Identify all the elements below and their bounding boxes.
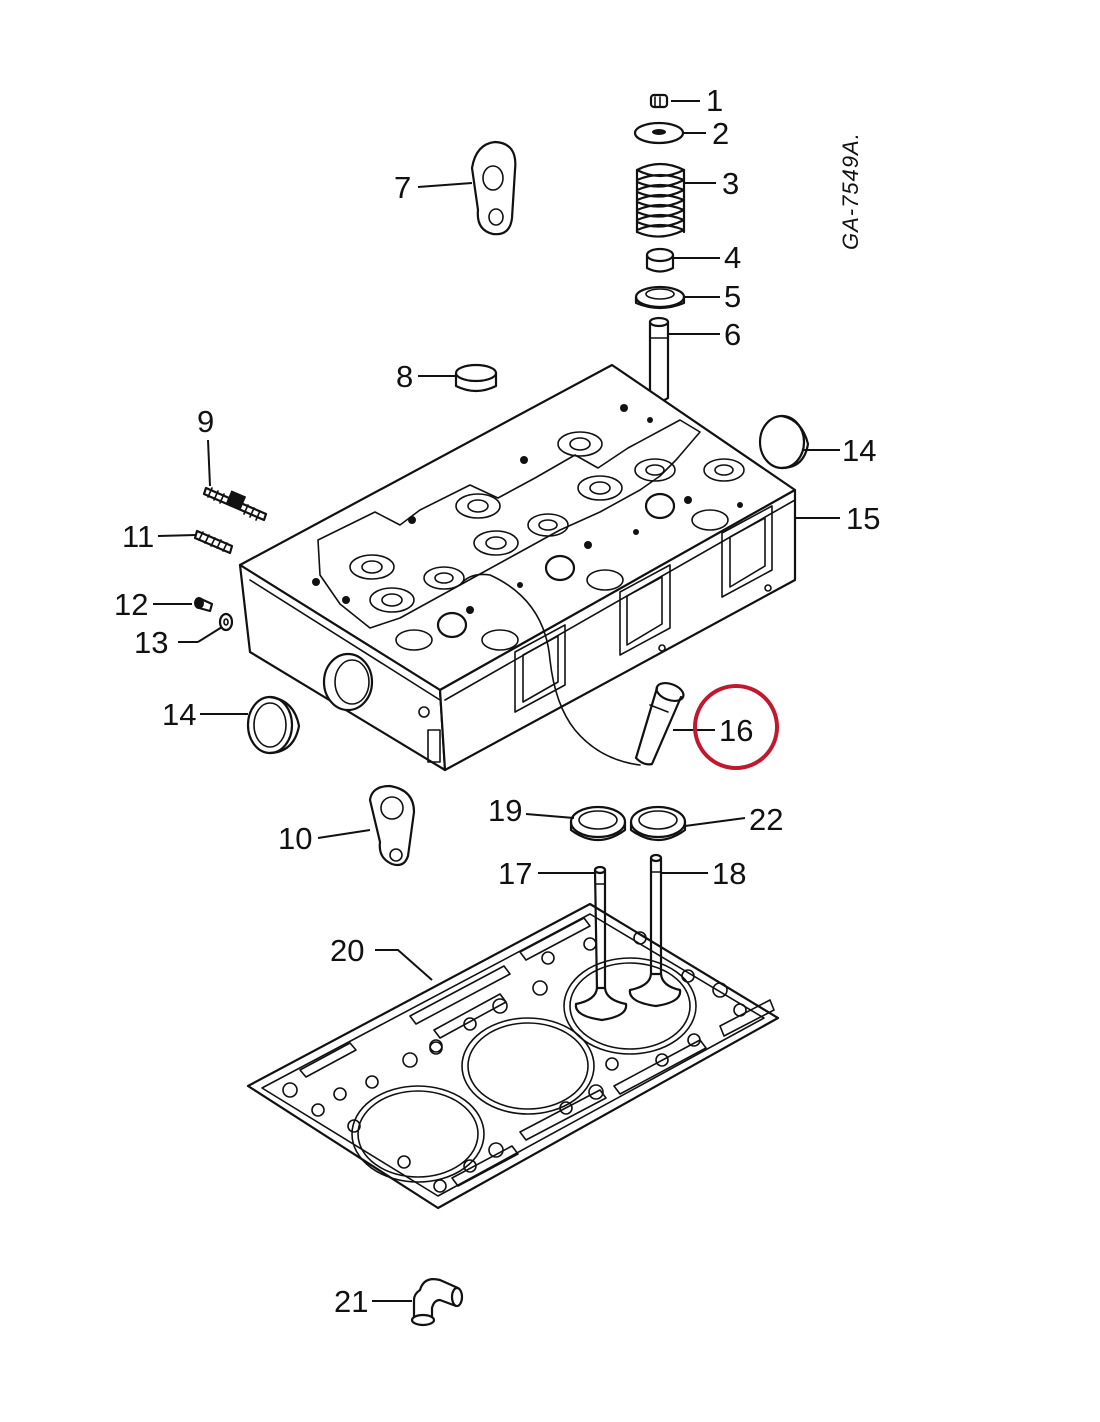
- callout-1: 1: [706, 83, 723, 118]
- drawing-code: GA-7549A.: [838, 132, 863, 250]
- leader-lines: [153, 100, 840, 1302]
- gasket-slots: [299, 917, 775, 1187]
- callout-3: 3: [722, 166, 739, 201]
- right-welch-plug-part: [758, 414, 810, 470]
- valve-seal-part: [645, 247, 675, 273]
- side-gasket-part: [368, 784, 416, 867]
- callout-18: 18: [712, 856, 746, 891]
- spring-retainer-part: [633, 121, 685, 145]
- callout-9: 9: [197, 404, 214, 439]
- valve-guide-16-part: [459, 573, 685, 766]
- callout-11: 11: [122, 519, 154, 554]
- gasket-holes: [282, 931, 747, 1193]
- callout-15: 15: [846, 501, 880, 536]
- callout-17: 17: [498, 856, 532, 891]
- callout-2: 2: [712, 116, 729, 151]
- plug-screw-part: [194, 597, 214, 613]
- left-welch-plug-part: [246, 695, 301, 755]
- callout-8: 8: [396, 359, 413, 394]
- spring-seat-part: [634, 285, 686, 310]
- long-stud-part: [202, 486, 268, 522]
- callout-20: 20: [330, 933, 364, 968]
- valve-spring-part: [635, 162, 686, 238]
- valve-seat-insert-22-part: [629, 805, 687, 842]
- callout-13: 13: [134, 625, 168, 660]
- callout-12: 12: [114, 587, 148, 622]
- callout-14-right: 14: [842, 433, 876, 468]
- valve-seat-insert-19-part: [569, 805, 627, 842]
- small-gasket-part: [470, 140, 517, 236]
- expansion-plug-part: [454, 363, 498, 393]
- washer-part: [218, 612, 234, 632]
- highlight-circle: [693, 684, 779, 770]
- callout-22: 22: [749, 802, 783, 837]
- intake-valve-part: [574, 865, 628, 1022]
- valve-port-bosses: [349, 431, 745, 651]
- callout-16: 16: [719, 713, 753, 748]
- cylinder-head-part: [238, 363, 797, 772]
- callout-4: 4: [724, 240, 741, 275]
- bolt-holes: [312, 404, 743, 614]
- callout-6: 6: [724, 317, 741, 352]
- callout-14-left: 14: [162, 697, 196, 732]
- callout-7: 7: [394, 170, 411, 205]
- callout-5: 5: [724, 279, 741, 314]
- valve-cap-part: [649, 93, 669, 109]
- head-gasket-part: [246, 902, 780, 1210]
- valve-guide-part: [648, 316, 670, 403]
- exhaust-valve-part: [628, 853, 682, 1008]
- callout-10: 10: [278, 821, 312, 856]
- elbow-fitting-part: [410, 1278, 464, 1327]
- callout-19: 19: [488, 793, 522, 828]
- callout-21: 21: [334, 1284, 368, 1319]
- short-stud-part: [193, 529, 234, 555]
